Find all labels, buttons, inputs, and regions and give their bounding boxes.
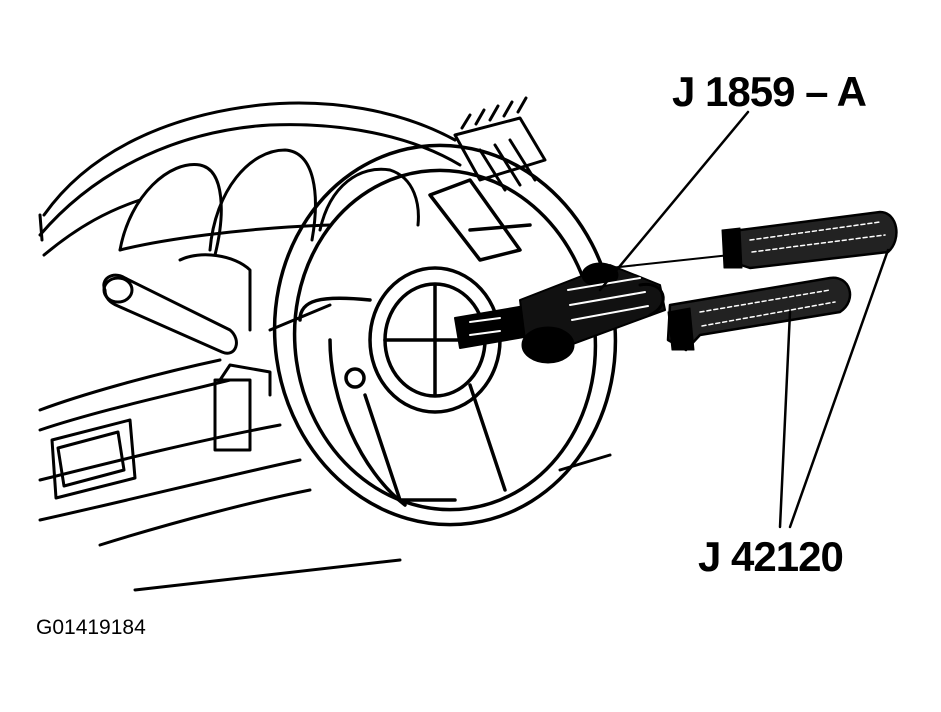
figure-id: G01419184 xyxy=(36,616,146,639)
dashboard-outline xyxy=(38,101,612,592)
instrument-cluster xyxy=(118,148,420,257)
column-cover xyxy=(453,96,547,192)
leader-j42120-b xyxy=(788,248,890,529)
dash-vent xyxy=(50,418,137,500)
column-lock-pin-lower xyxy=(666,276,852,352)
callout-j1859-a: J 1859 – A xyxy=(672,68,867,115)
leader-j42120-a xyxy=(778,310,792,529)
axis-line xyxy=(609,254,731,269)
leader-lines xyxy=(598,110,890,529)
spring-compressor-tool xyxy=(454,262,666,364)
steering-wheel xyxy=(272,143,618,527)
column-lock-pin-upper xyxy=(721,210,898,270)
callout-j42120: J 42120 xyxy=(698,533,844,580)
turn-signal-stalk xyxy=(102,253,332,452)
leader-j1859 xyxy=(598,110,750,292)
